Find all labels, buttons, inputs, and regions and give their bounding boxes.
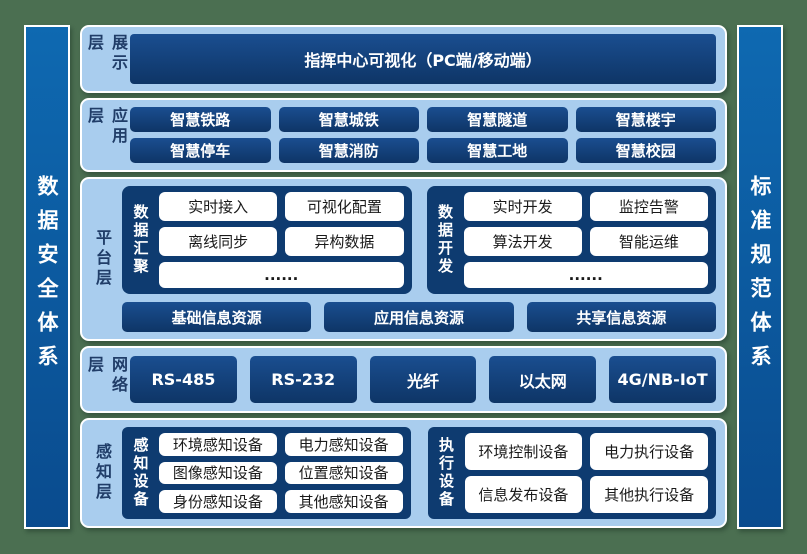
pill-realtime-dev: 实时开发 [463, 192, 582, 221]
app-button-smart-tunnel: 智慧隧道 [427, 107, 568, 132]
perception-body: 感知设备 环境感知设备 电力感知设备 图像感知设备 位置感知设备 身份感知设备 … [122, 427, 716, 519]
protocol-rs232: RS-232 [249, 356, 357, 403]
layer-network: 网络层 RS-485 RS-232 光纤 以太网 4G/NB-IoT [80, 346, 727, 413]
pill-power-sensing: 电力感知设备 [284, 433, 403, 456]
pill-identity-sensing: 身份感知设备 [159, 490, 277, 513]
pill-monitoring-alert: 监控告警 [589, 192, 708, 221]
sensing-devices-label: 感知设备 [131, 437, 150, 509]
protocol-rs485: RS-485 [130, 356, 237, 403]
layer-application-gutter: 应用层 [82, 107, 130, 163]
data-aggregation-label: 数据汇聚 [131, 204, 150, 276]
resource-basic-info: 基础信息资源 [122, 302, 312, 332]
pill-algorithm-dev: 算法开发 [463, 227, 582, 256]
data-development-label: 数据开发 [436, 204, 454, 276]
pill-realtime-access: 实时接入 [159, 192, 278, 221]
layer-perception: 感知层 感知设备 环境感知设备 电力感知设备 图像感知设备 位置感知设备 身份感… [80, 418, 727, 528]
data-aggregation-grid: 实时接入 可视化配置 离线同步 异构数据 ...... [159, 192, 404, 288]
execution-devices-label: 执行设备 [437, 437, 455, 509]
platform-body: 数据汇聚 实时接入 可视化配置 离线同步 异构数据 ...... 数据开发 实时… [122, 186, 716, 332]
app-button-smart-campus: 智慧校园 [575, 138, 716, 163]
layer-display-label: 展示层 [85, 34, 128, 74]
layer-perception-label: 感知层 [93, 443, 112, 503]
app-button-smart-building: 智慧楼宇 [575, 107, 716, 132]
protocol-fiber: 光纤 [369, 356, 477, 403]
protocol-ethernet: 以太网 [489, 356, 597, 403]
layer-platform-gutter: 平台层 [82, 186, 122, 332]
app-button-smart-metro: 智慧城铁 [278, 107, 419, 132]
pill-power-execution: 电力执行设备 [590, 433, 708, 470]
data-aggregation-group: 数据汇聚 实时接入 可视化配置 离线同步 异构数据 ...... [122, 186, 412, 294]
layer-stack: 展示层 指挥中心可视化（PC端/移动端） 应用层 智慧铁路 智慧城铁 智慧隧道 … [80, 25, 727, 529]
standards-sidebar: 标准规范体系 [737, 25, 783, 529]
data-security-sidebar: 数据安全体系 [24, 25, 70, 529]
pill-visual-config: 可视化配置 [285, 192, 404, 221]
platform-groups: 数据汇聚 实时接入 可视化配置 离线同步 异构数据 ...... 数据开发 实时… [122, 186, 716, 294]
layer-display-body: 指挥中心可视化（PC端/移动端） [130, 34, 716, 84]
resource-row: 基础信息资源 应用信息资源 共享信息资源 [122, 302, 716, 332]
pill-image-sensing: 图像感知设备 [159, 461, 277, 485]
layer-platform-label: 平台层 [93, 229, 112, 289]
layer-display: 展示层 指挥中心可视化（PC端/移动端） [80, 25, 727, 93]
pill-intelligent-ops: 智能运维 [589, 227, 708, 256]
pill-other-execution: 其他执行设备 [590, 476, 708, 513]
layer-display-gutter: 展示层 [82, 34, 130, 84]
layer-network-gutter: 网络层 [82, 356, 130, 403]
network-row: RS-485 RS-232 光纤 以太网 4G/NB-IoT [130, 356, 716, 403]
layer-perception-gutter: 感知层 [82, 427, 122, 519]
layer-application: 应用层 智慧铁路 智慧城铁 智慧隧道 智慧楼宇 智慧停车 智慧消防 智慧工地 智… [80, 98, 727, 172]
pill-other-sensing: 其他感知设备 [284, 490, 403, 513]
application-grid: 智慧铁路 智慧城铁 智慧隧道 智慧楼宇 智慧停车 智慧消防 智慧工地 智慧校园 [130, 107, 716, 163]
layer-network-label: 网络层 [85, 356, 128, 396]
app-button-smart-site: 智慧工地 [427, 138, 568, 163]
data-development-group: 数据开发 实时开发 监控告警 算法开发 智能运维 ...... [426, 186, 716, 294]
pill-env-sensing: 环境感知设备 [159, 433, 277, 456]
data-security-label: 数据安全体系 [35, 175, 59, 379]
execution-devices-grid: 环境控制设备 电力执行设备 信息发布设备 其他执行设备 [464, 433, 708, 513]
pill-location-sensing: 位置感知设备 [284, 461, 403, 485]
sensing-devices-group: 感知设备 环境感知设备 电力感知设备 图像感知设备 位置感知设备 身份感知设备 … [122, 427, 411, 519]
layer-platform: 平台层 数据汇聚 实时接入 可视化配置 离线同步 异构数据 ...... [80, 177, 727, 341]
pill-development-more: ...... [463, 262, 708, 288]
data-development-grid: 实时开发 监控告警 算法开发 智能运维 ...... [463, 192, 708, 288]
pill-info-publishing: 信息发布设备 [464, 476, 583, 513]
command-center-banner: 指挥中心可视化（PC端/移动端） [130, 34, 716, 84]
pill-aggregation-more: ...... [159, 262, 404, 288]
layer-application-label: 应用层 [85, 107, 128, 147]
app-button-smart-railway: 智慧铁路 [130, 107, 271, 132]
resource-shared-info: 共享信息资源 [526, 302, 716, 332]
standards-label: 标准规范体系 [748, 175, 772, 379]
pill-heterogeneous-data: 异构数据 [285, 227, 404, 256]
execution-devices-group: 执行设备 环境控制设备 电力执行设备 信息发布设备 其他执行设备 [427, 427, 716, 519]
sensing-devices-grid: 环境感知设备 电力感知设备 图像感知设备 位置感知设备 身份感知设备 其他感知设… [159, 433, 403, 513]
protocol-4g-nbiot: 4G/NB-IoT [609, 356, 716, 403]
app-button-smart-parking: 智慧停车 [130, 138, 271, 163]
pill-env-control: 环境控制设备 [464, 433, 583, 470]
pill-offline-sync: 离线同步 [159, 227, 278, 256]
app-button-smart-fire: 智慧消防 [278, 138, 419, 163]
resource-application-info: 应用信息资源 [324, 302, 514, 332]
